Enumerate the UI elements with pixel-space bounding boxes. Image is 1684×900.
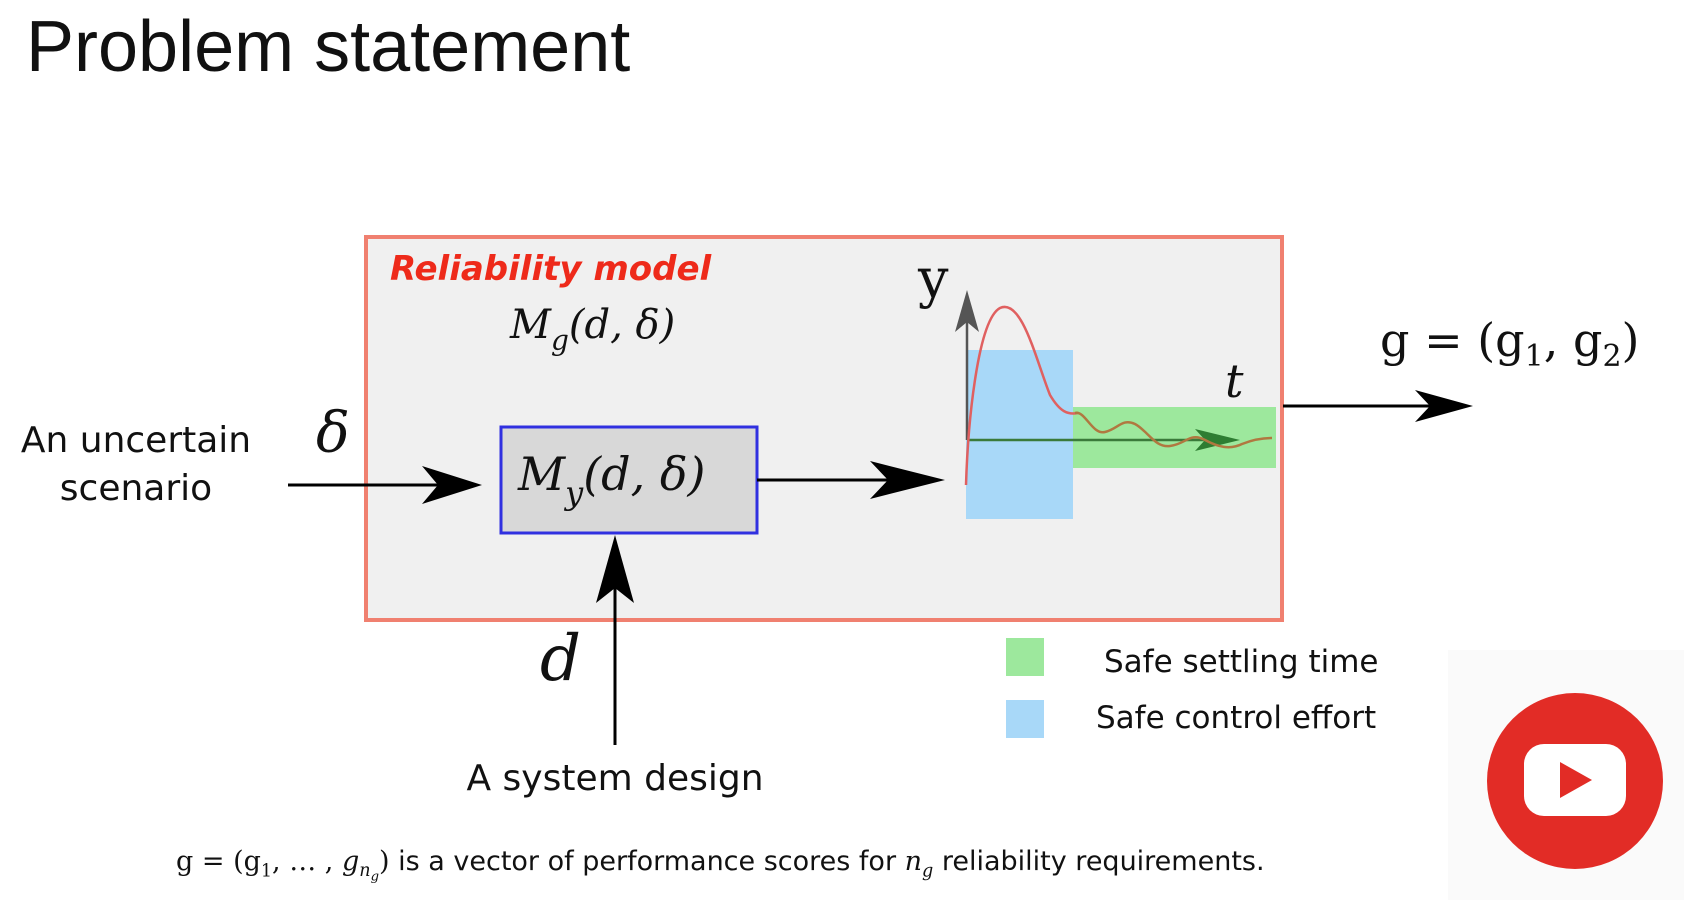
safe-settling-time-region	[1073, 407, 1276, 468]
response-curve-transient	[964, 305, 1079, 486]
footnote: g = (g1, … , gng) is a vector of perform…	[176, 846, 1265, 886]
output-arrow-head	[1415, 390, 1473, 422]
input-arrow-head	[422, 466, 482, 504]
input-label-line1: An uncertain	[21, 420, 251, 461]
design-label: A system design	[466, 758, 763, 799]
input-label-line2: scenario	[60, 468, 212, 509]
footnote-text-end: reliability requirements.	[933, 846, 1265, 877]
youtube-play-icon[interactable]	[1486, 692, 1664, 870]
response-curve-settling	[1074, 411, 1273, 449]
slide-title: Problem statement	[26, 7, 631, 87]
system-model-label: My(d, δ)	[517, 447, 705, 512]
footnote-ng: ng	[904, 846, 934, 882]
plot-t-axis-head	[1195, 429, 1240, 451]
safe-control-effort-region	[966, 350, 1073, 519]
system-model-block	[499, 425, 759, 535]
design-symbol: d	[540, 622, 581, 696]
block-output-arrow-head	[870, 461, 945, 499]
legend-swatch-control	[1006, 700, 1044, 738]
footnote-vector: g = (g1, … , gng)	[176, 846, 390, 885]
model-equation-label: Mg(d, δ)	[509, 302, 675, 357]
legend-label-settling: Safe settling time	[1104, 644, 1379, 680]
plot-axis-y-label: y	[917, 247, 949, 310]
legend-swatch-settling	[1006, 638, 1044, 676]
reliability-model-title: Reliability model	[390, 249, 713, 289]
plot-y-axis-head	[955, 290, 979, 332]
output-equation: g = (g1, g2)	[1380, 313, 1639, 374]
legend-label-control: Safe control effort	[1096, 700, 1376, 736]
design-arrow-head	[596, 535, 634, 603]
plot-axis-t-label: t	[1225, 354, 1244, 408]
footnote-text-mid: is a vector of performance scores for	[389, 846, 905, 877]
delta-symbol: δ	[316, 401, 350, 466]
